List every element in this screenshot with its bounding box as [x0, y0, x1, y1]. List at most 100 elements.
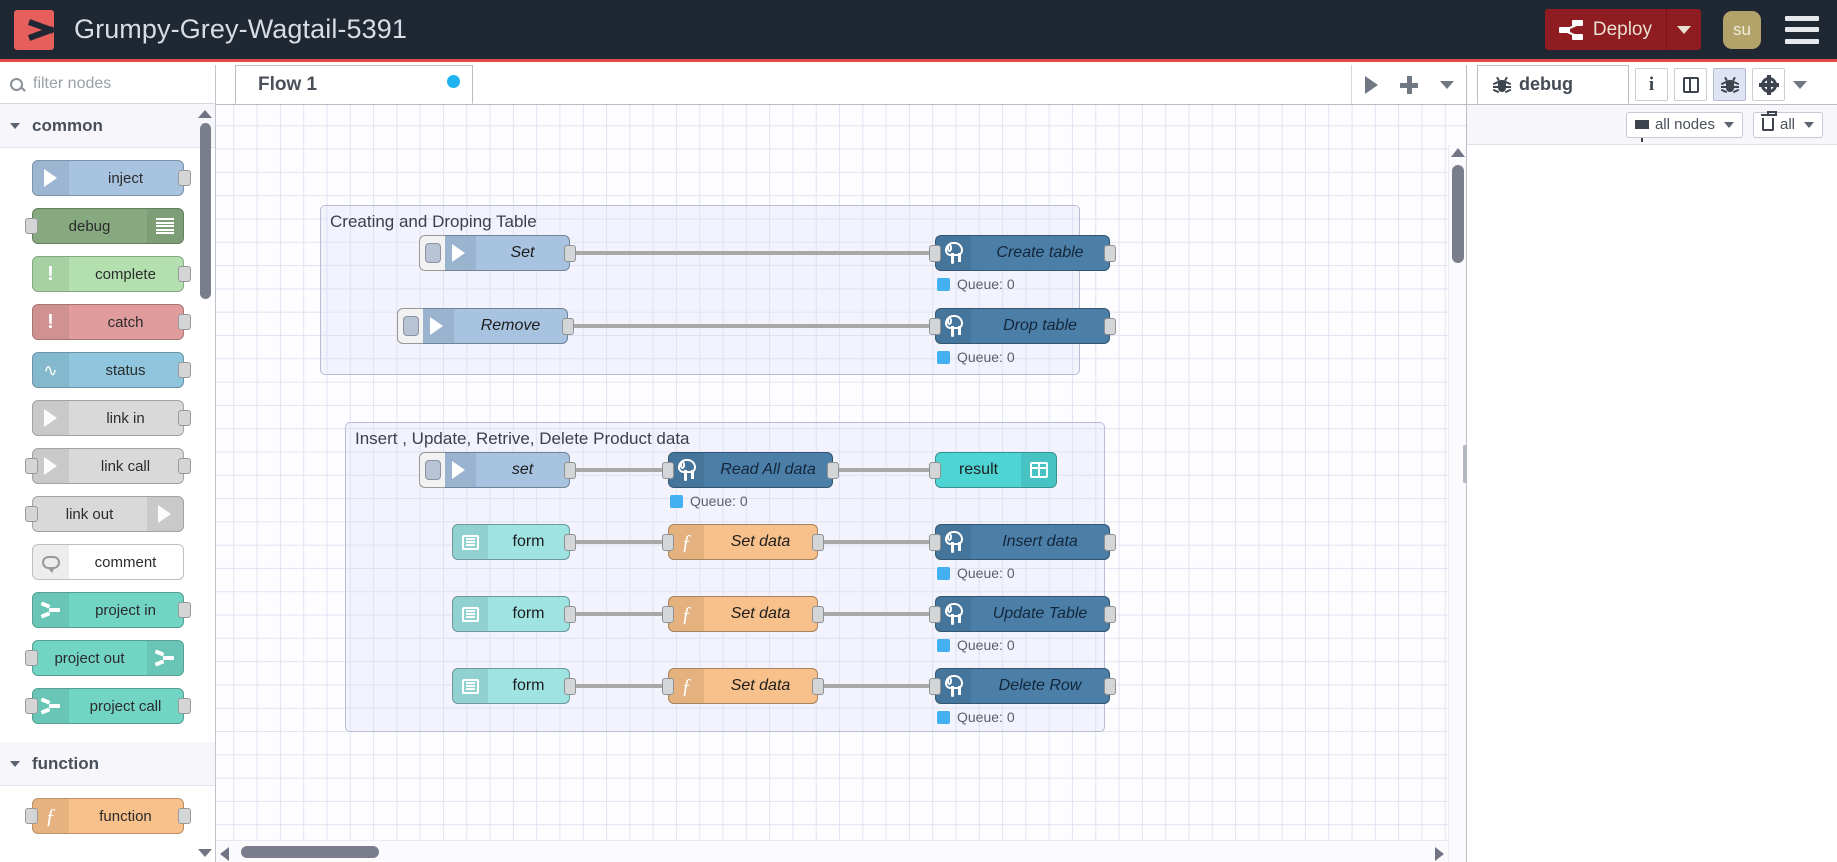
tab-flow-1[interactable]: Flow 1	[235, 65, 473, 104]
sidebar-resize-handle[interactable]	[1463, 445, 1468, 483]
debug-filter-button[interactable]: all nodes	[1625, 111, 1743, 142]
debug-clear-button[interactable]: all	[1752, 111, 1823, 138]
flow-node-input-port[interactable]	[929, 534, 941, 551]
scroll-right-arrow-icon[interactable]	[1435, 847, 1444, 861]
flow-node-output-port[interactable]	[564, 462, 576, 479]
canvas-vscroll-thumb[interactable]	[1452, 165, 1464, 263]
flow-node-output-port[interactable]	[1104, 534, 1116, 551]
palette-node-inject[interactable]: inject	[31, 160, 191, 196]
hamburger-menu-icon[interactable]	[1785, 15, 1819, 44]
flow-node-output-port[interactable]	[812, 534, 824, 551]
deploy-main-action[interactable]: Deploy	[1545, 9, 1667, 50]
flow-node-output-port[interactable]	[564, 245, 576, 262]
palette-node-project-call[interactable]: project call	[24, 688, 191, 724]
flow-wire[interactable]	[570, 612, 668, 616]
flow-node-set[interactable]: set	[419, 452, 576, 488]
palette-scroll-thumb[interactable]	[200, 123, 211, 299]
flow-wire[interactable]	[818, 540, 935, 544]
flow-node-output-port[interactable]	[1104, 245, 1116, 262]
sidebar-more-button[interactable]	[1785, 65, 1815, 104]
flow-node-output-port[interactable]	[1104, 678, 1116, 695]
flow-node-read-all-data[interactable]: Read All data	[662, 452, 839, 488]
deploy-button[interactable]: Deploy	[1544, 9, 1701, 50]
scroll-up-arrow-icon[interactable]	[198, 110, 212, 118]
flow-node-output-port[interactable]	[564, 678, 576, 695]
palette-category-function[interactable]: function	[0, 742, 215, 786]
flow-node-output-port[interactable]	[1104, 606, 1116, 623]
flow-group[interactable]: Creating and Droping Table	[320, 205, 1080, 375]
flow-node-input-port[interactable]	[929, 318, 941, 335]
add-flow-button[interactable]	[1390, 65, 1428, 104]
flow-node-input-port[interactable]	[662, 534, 674, 551]
flow-node-result[interactable]: result	[929, 452, 1057, 488]
flow-node-output-port[interactable]	[564, 534, 576, 551]
scroll-down-arrow-icon[interactable]	[198, 849, 212, 857]
inject-trigger-button[interactable]	[419, 452, 445, 488]
palette-node-project-out[interactable]: project out	[24, 640, 184, 676]
flow-wire[interactable]	[570, 684, 668, 688]
scroll-up-arrow-icon[interactable]	[1451, 148, 1465, 157]
deploy-dropdown-button[interactable]	[1667, 9, 1701, 50]
palette-scrollbar[interactable]	[197, 107, 213, 860]
tab-debug[interactable]: debug	[1477, 65, 1629, 104]
flow-wire[interactable]	[570, 251, 935, 255]
flow-node-output-port[interactable]	[827, 462, 839, 479]
config-tab-button[interactable]	[1752, 68, 1785, 101]
flow-node-input-port[interactable]	[929, 678, 941, 695]
flow-node-output-port[interactable]	[564, 606, 576, 623]
help-tab-button[interactable]	[1674, 68, 1707, 101]
flow-node-output-port[interactable]	[812, 678, 824, 695]
debug-message-list[interactable]	[1467, 145, 1837, 862]
flow-node-input-port[interactable]	[662, 606, 674, 623]
flow-node-delete-row[interactable]: Delete Row	[929, 668, 1116, 704]
palette-node-link-out[interactable]: link out	[24, 496, 184, 532]
flow-node-input-port[interactable]	[929, 462, 941, 479]
flow-node-set[interactable]: Set	[419, 235, 576, 271]
avatar[interactable]: su	[1723, 10, 1761, 49]
flow-node-form[interactable]: form	[452, 524, 576, 560]
palette-node-debug[interactable]: debug	[24, 208, 184, 244]
flow-node-input-port[interactable]	[929, 245, 941, 262]
flow-wire[interactable]	[568, 324, 935, 328]
flow-node-form[interactable]: form	[452, 668, 576, 704]
palette-search[interactable]	[0, 65, 215, 104]
flow-wire[interactable]	[818, 612, 935, 616]
canvas-horizontal-scrollbar[interactable]	[216, 840, 1448, 862]
flow-node-input-port[interactable]	[929, 606, 941, 623]
flow-node-create-table[interactable]: Create table	[929, 235, 1116, 271]
palette-node-catch[interactable]: !catch	[31, 304, 191, 340]
flow-menu-button[interactable]	[1428, 65, 1466, 104]
canvas-vertical-scrollbar[interactable]	[1448, 145, 1466, 862]
scroll-left-arrow-icon[interactable]	[220, 847, 229, 861]
run-flow-button[interactable]	[1352, 65, 1390, 104]
flow-node-output-port[interactable]	[562, 318, 574, 335]
flow-node-input-port[interactable]	[662, 462, 674, 479]
palette-node-comment[interactable]: comment	[31, 544, 184, 580]
canvas-hscroll-thumb[interactable]	[241, 846, 379, 858]
flow-wire[interactable]	[570, 468, 668, 472]
flow-node-input-port[interactable]	[662, 678, 674, 695]
palette-node-link-in[interactable]: link in	[31, 400, 191, 436]
flow-node-drop-table[interactable]: Drop table	[929, 308, 1116, 344]
flow-wire[interactable]	[833, 468, 935, 472]
palette-node-complete[interactable]: !complete	[31, 256, 191, 292]
inject-trigger-button[interactable]	[419, 235, 445, 271]
flow-node-update-table[interactable]: Update Table	[929, 596, 1116, 632]
flow-wire[interactable]	[818, 684, 935, 688]
search-input[interactable]	[31, 74, 205, 94]
flow-node-insert-data[interactable]: Insert data	[929, 524, 1116, 560]
info-tab-button[interactable]: i	[1635, 68, 1668, 101]
palette-node-status[interactable]: ∿status	[31, 352, 191, 388]
palette-node-project-in[interactable]: project in	[31, 592, 191, 628]
flow-node-form[interactable]: form	[452, 596, 576, 632]
palette-category-common[interactable]: common	[0, 104, 215, 148]
flow-node-output-port[interactable]	[1104, 318, 1116, 335]
flow-node-remove[interactable]: Remove	[397, 308, 574, 344]
flow-wire[interactable]	[570, 540, 668, 544]
inject-trigger-button[interactable]	[397, 308, 423, 344]
